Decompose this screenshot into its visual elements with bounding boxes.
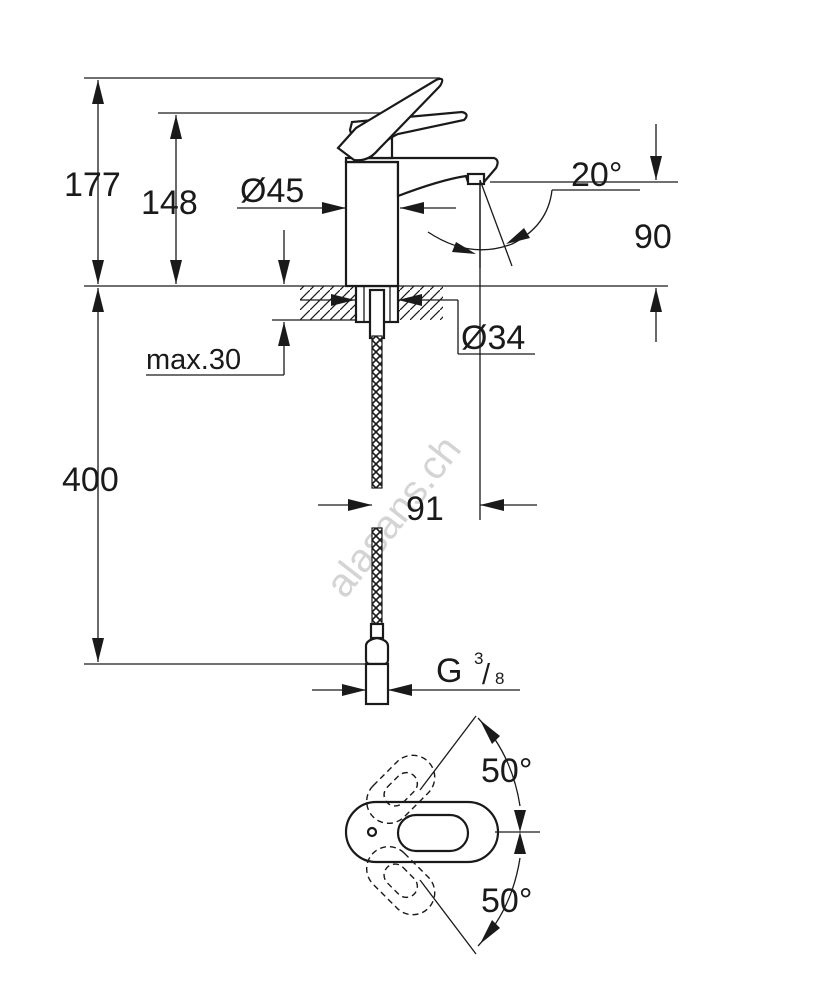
deck-section-left: [300, 286, 355, 320]
hose-upper-segment: [371, 335, 383, 489]
dim-g38-prefix: G: [436, 652, 462, 690]
angle-20-arc: [427, 189, 553, 251]
dim-d45-label: Ø45: [240, 172, 304, 210]
watermark-text: alasans.ch: [317, 428, 469, 606]
rotation-angle-down-label: 50°: [481, 882, 532, 920]
dim-g38-denominator: 8: [495, 669, 504, 688]
faucet-aerator: [466, 172, 486, 186]
rotation-arrow-up: [480, 720, 500, 744]
dim-91-arrow-right: [480, 499, 504, 511]
hose-fitting-nut: [364, 636, 390, 666]
faucet-body: [344, 160, 400, 288]
dim-max30-label: max.30: [146, 344, 241, 376]
rotation-line-down: [419, 879, 477, 955]
dim-148-arrow-top: [170, 115, 182, 139]
dim-d34-label: Ø34: [461, 319, 525, 357]
angle-20-arrow-right: [506, 228, 530, 244]
top-view-lever-ring: [396, 813, 470, 853]
dim-91-label: 91: [406, 490, 444, 528]
angle-20-arrow-left: [452, 242, 476, 254]
top-view: 50° 50°: [344, 715, 540, 955]
rotation-arrow-center-up: [514, 810, 526, 832]
dim-g38-numerator: 3: [474, 649, 483, 668]
rotation-arrow-center-down: [514, 832, 526, 854]
hose-connection-thread: [364, 662, 390, 706]
dim-d45-arrow: [322, 202, 346, 214]
dim-90-arrow-top: [650, 156, 662, 180]
dim-max30-arrow-top: [278, 260, 290, 284]
hose-lower-segment: [371, 527, 383, 625]
dim-177-arrow-bottom: [92, 260, 104, 284]
dim-177-arrow-top: [92, 80, 104, 104]
dim-91-arrow-left: [348, 499, 372, 511]
dim-177-label: 177: [64, 166, 121, 204]
dim-g38-slash: /: [482, 659, 491, 691]
top-view-aerator: [366, 826, 378, 838]
side-view: 177 148 400 Ø45 max.30 Ø34: [62, 77, 678, 706]
faucet-lever-raised: [336, 77, 444, 162]
dim-400-arrow-top: [92, 288, 104, 312]
rotation-arrow-down: [480, 920, 500, 944]
dim-d34-arrow-right: [398, 294, 422, 306]
dim-d34-arrow-left: [331, 294, 355, 306]
shank-nut: [368, 288, 386, 340]
hose-fitting-collar: [369, 622, 385, 640]
angle-20-tilted: [479, 179, 513, 267]
dim-max30-arrow-bottom: [278, 322, 290, 346]
angle-20-label: 20°: [571, 156, 622, 194]
dim-d45-arrow-right: [400, 202, 424, 214]
dim-400-arrow-bottom: [92, 638, 104, 662]
dim-400-label: 400: [62, 461, 119, 499]
dim-90-arrow-bottom: [650, 288, 662, 312]
dim-148-label: 148: [141, 184, 198, 222]
rotation-angle-up-label: 50°: [481, 752, 532, 790]
rotation-line-up: [419, 715, 477, 791]
dim-148-arrow-bottom: [170, 260, 182, 284]
dim-g38-arrow-right: [388, 684, 412, 696]
dim-90-label: 90: [634, 218, 672, 256]
dim-g38-arrow-left: [342, 684, 366, 696]
lever-rotated-down-inner: [383, 863, 419, 899]
